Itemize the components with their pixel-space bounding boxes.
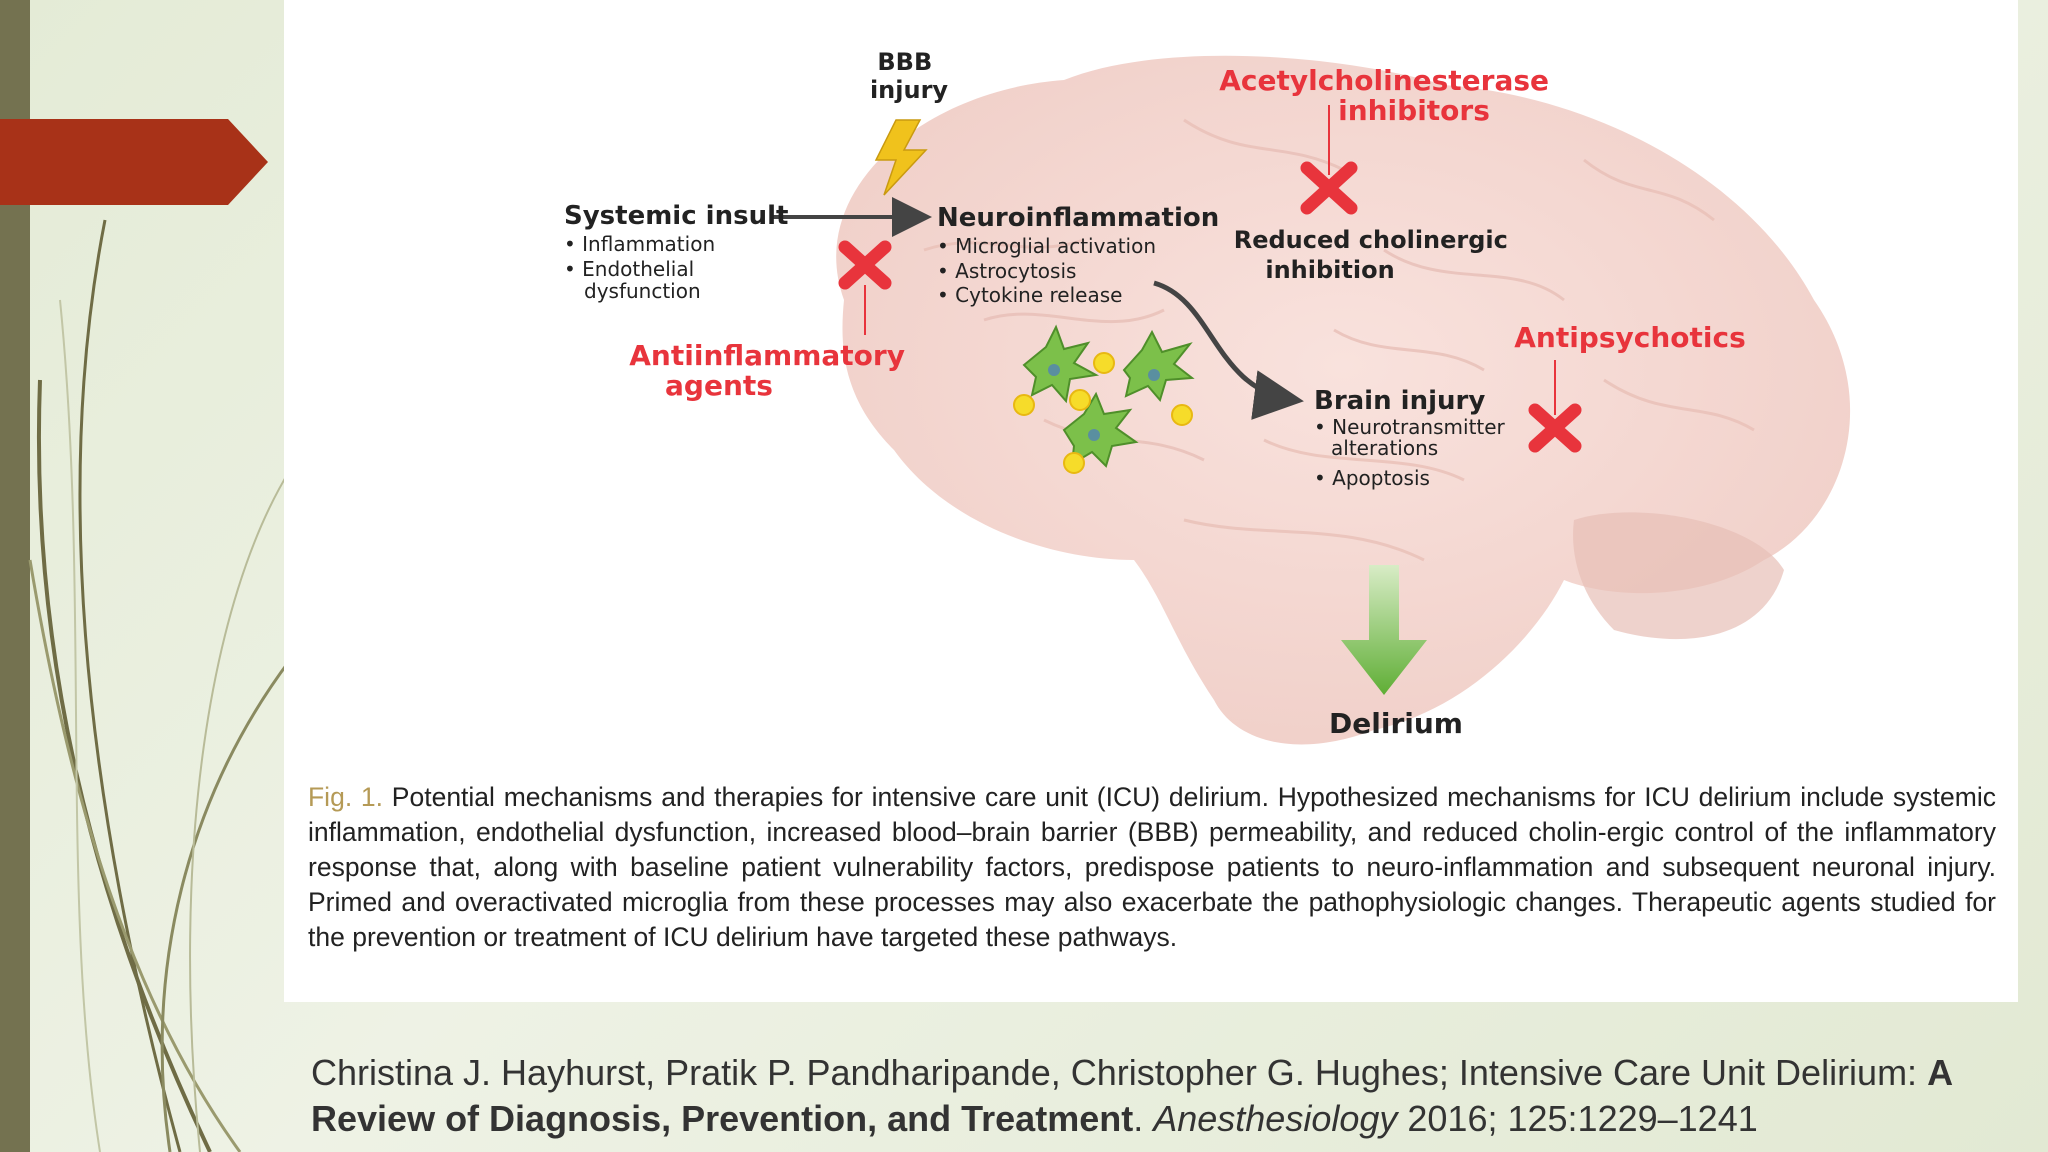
- delirium-mechanism-diagram: BBB injury Acetylcholinesterase inhibito…: [564, 48, 1851, 745]
- lightning-icon: [874, 119, 928, 196]
- citation-journal: Anesthesiology: [1153, 1098, 1398, 1139]
- citation-title: A Review of Diagnosis, Prevention, and T…: [311, 1052, 1952, 1139]
- brain-injury-bullets: • Neurotransmitter alterations • Apoptos…: [1314, 415, 1511, 490]
- antiinflammatory-x-icon: [838, 240, 892, 290]
- reduced-cholinergic-label: Reduced cholinergic inhibition: [1234, 226, 1517, 284]
- neuroinflammation-bullets: • Microglial activation • Astrocytosis •…: [937, 234, 1162, 307]
- systemic-insult-title: Systemic insult: [564, 201, 788, 231]
- red-arrow-tab: [0, 119, 268, 205]
- bbb-injury-label: BBB injury: [870, 48, 948, 104]
- caption-text: Potential mechanisms and therapies for i…: [308, 782, 1996, 952]
- citation: Christina J. Hayhurst, Pratik P. Pandhar…: [311, 1050, 2011, 1152]
- figure-panel: BBB injury Acetylcholinesterase inhibito…: [284, 0, 2018, 1002]
- citation-separator: .: [1133, 1098, 1154, 1139]
- systemic-insult-bullets: • Inflammation • Endothelial dysfunction: [564, 232, 721, 303]
- decorative-grass-lines: [28, 219, 292, 1152]
- brain-illustration: [836, 55, 1851, 745]
- acetylcholinesterase-inhibitors-label: Acetylcholinesterase inhibitors: [1219, 64, 1559, 127]
- figure-caption: Fig. 1. Potential mechanisms and therapi…: [308, 780, 1996, 955]
- antipsychotics-label: Antipsychotics: [1514, 321, 1746, 354]
- antipsychotics-x-icon: [1528, 403, 1582, 453]
- brain-injury-title: Brain injury: [1314, 386, 1485, 416]
- arrow-neuro-to-brain-injury: [1153, 280, 1304, 420]
- citation-authors: Christina J. Hayhurst, Pratik P. Pandhar…: [311, 1052, 1928, 1093]
- ache-inhibitor-x-icon: [1300, 161, 1358, 215]
- green-down-arrow-icon: [1341, 565, 1427, 695]
- neuroinflammation-title: Neuroinflammation: [937, 203, 1219, 233]
- antiinflammatory-agents-label: Antiinflammatory agents: [629, 339, 914, 402]
- microglia-cells-illustration: [1013, 324, 1195, 474]
- figure-label: Fig. 1.: [308, 782, 384, 812]
- delirium-label: Delirium: [1329, 707, 1463, 740]
- citation-details: 2016; 125:1229–1241: [1397, 1098, 1758, 1139]
